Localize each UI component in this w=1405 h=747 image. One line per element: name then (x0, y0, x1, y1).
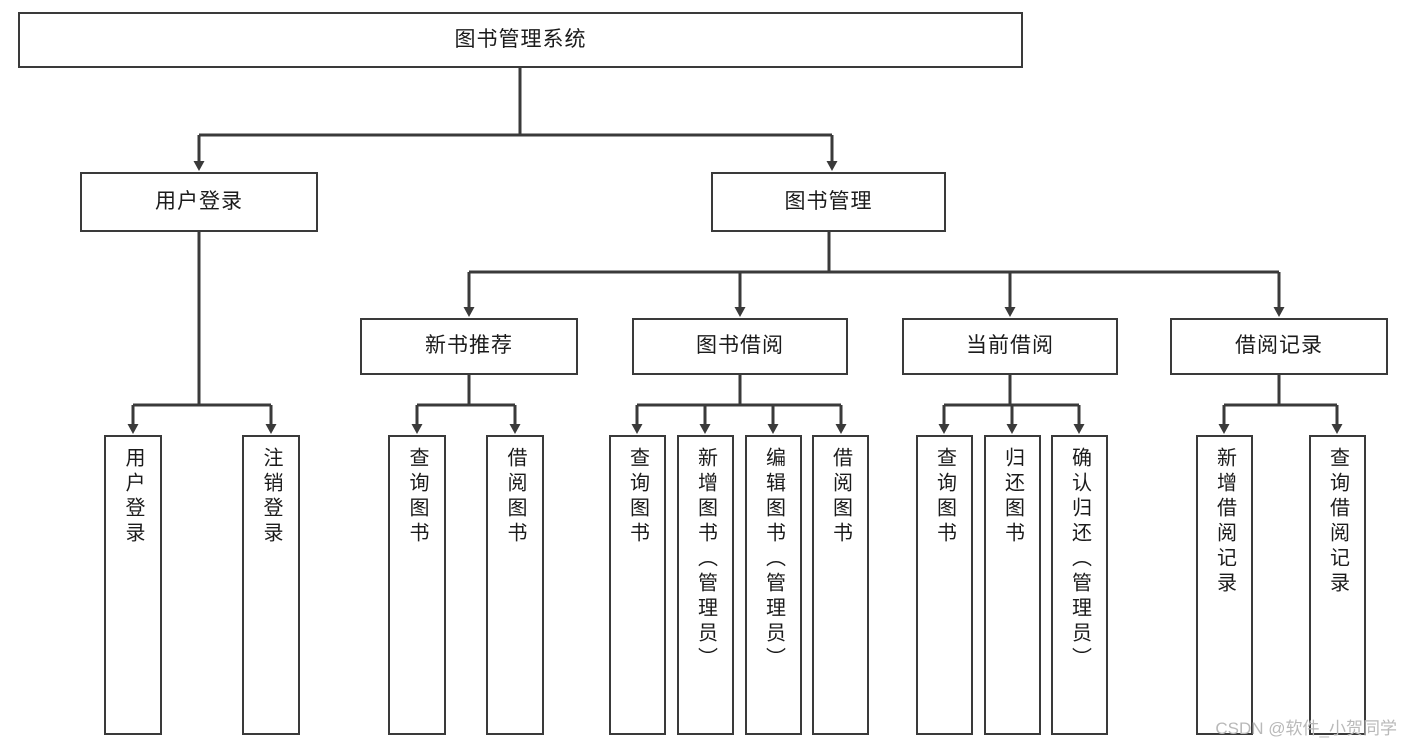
leaf-borrow-book-1[interactable]: 借阅图书 (486, 435, 544, 735)
node-current-borrow-label: 当前借阅 (966, 334, 1054, 358)
leaf-query-record[interactable]: 查询借阅记录 (1309, 435, 1366, 735)
leaf-borrow-book-1-label: 借阅图书 (504, 447, 526, 547)
leaf-add-record-label: 新增借阅记录 (1213, 447, 1236, 597)
node-book-manage[interactable]: 图书管理 (711, 172, 946, 232)
node-book-borrow-label: 图书借阅 (696, 334, 784, 358)
leaf-return-book-label: 归还图书 (1001, 447, 1024, 547)
leaf-add-book[interactable]: 新增图书（管理员） (677, 435, 734, 735)
leaf-query-book-3[interactable]: 查询图书 (916, 435, 973, 735)
leaf-query-book-2[interactable]: 查询图书 (609, 435, 666, 735)
leaf-query-book-1[interactable]: 查询图书 (388, 435, 446, 735)
leaf-query-book-3-label: 查询图书 (933, 447, 956, 547)
node-user-login-label: 用户登录 (155, 189, 243, 213)
node-book-borrow[interactable]: 图书借阅 (632, 318, 848, 375)
csdn-watermark: CSDN @软件_小贺同学 (1215, 719, 1397, 738)
leaf-borrow-book-2[interactable]: 借阅图书 (812, 435, 869, 735)
node-borrow-record[interactable]: 借阅记录 (1170, 318, 1388, 375)
leaf-query-book-2-label: 查询图书 (626, 447, 649, 547)
leaf-edit-book[interactable]: 编辑图书（管理员） (745, 435, 802, 735)
node-root-label: 图书管理系统 (454, 27, 587, 51)
leaf-query-record-label: 查询借阅记录 (1326, 447, 1349, 597)
leaf-add-book-label: 新增图书（管理员） (694, 447, 717, 672)
leaf-borrow-book-2-label: 借阅图书 (829, 447, 852, 547)
leaf-user-logout-label: 注销登录 (260, 447, 282, 547)
node-new-book-recommend-label: 新书推荐 (425, 334, 513, 358)
node-new-book-recommend[interactable]: 新书推荐 (360, 318, 578, 375)
node-current-borrow[interactable]: 当前借阅 (902, 318, 1118, 375)
node-borrow-record-label: 借阅记录 (1235, 334, 1323, 358)
leaf-user-logout[interactable]: 注销登录 (242, 435, 300, 735)
node-user-login[interactable]: 用户登录 (80, 172, 318, 232)
node-book-manage-label: 图书管理 (784, 189, 873, 213)
node-root[interactable]: 图书管理系统 (18, 12, 1023, 68)
leaf-confirm-return-label: 确认归还（管理员） (1068, 447, 1091, 672)
leaf-confirm-return[interactable]: 确认归还（管理员） (1051, 435, 1108, 735)
leaf-query-book-1-label: 查询图书 (406, 447, 428, 547)
leaf-add-record[interactable]: 新增借阅记录 (1196, 435, 1253, 735)
leaf-return-book[interactable]: 归还图书 (984, 435, 1041, 735)
leaf-edit-book-label: 编辑图书（管理员） (762, 447, 785, 672)
leaf-user-login[interactable]: 用户登录 (104, 435, 162, 735)
leaf-user-login-label: 用户登录 (122, 447, 144, 547)
